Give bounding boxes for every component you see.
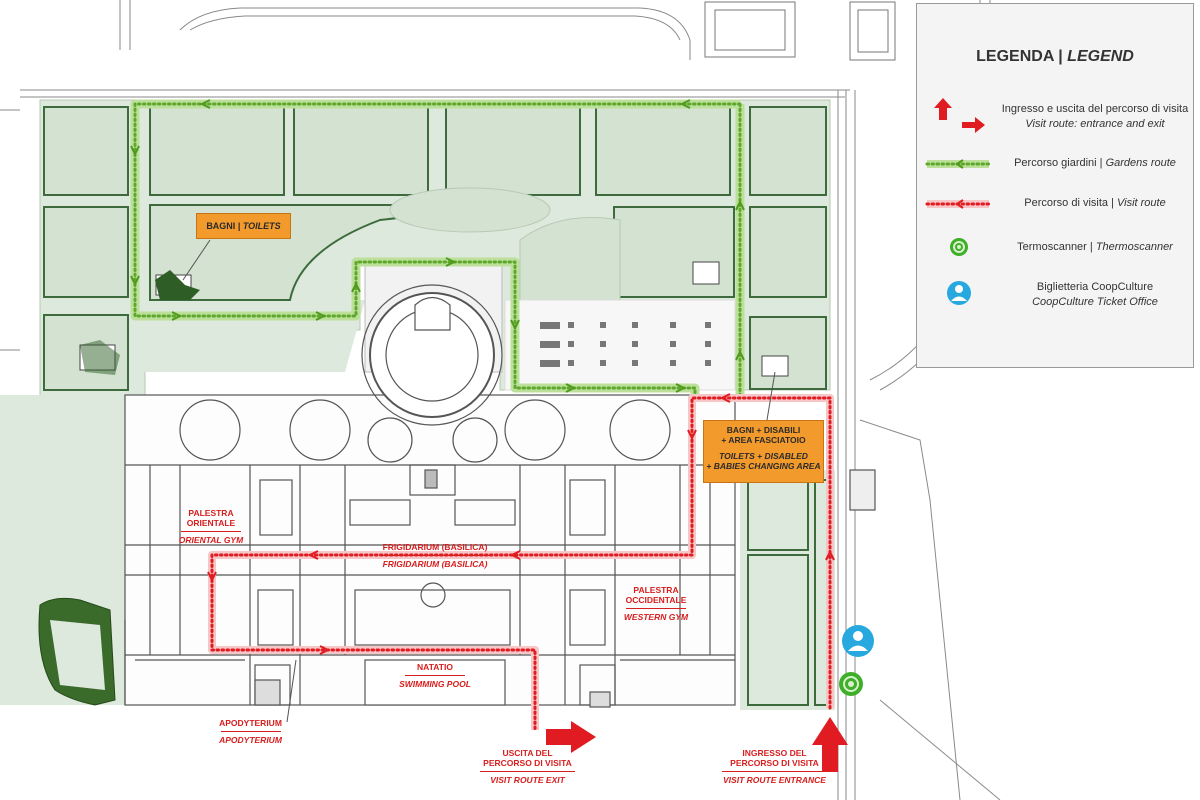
legend-title-en: LEGEND [1067,48,1134,65]
legend-item-visit-route: Percorso di visita | Visit route [917,192,1193,232]
legend-ticket-office-it: Biglietteria CoopCulture [1036,281,1154,293]
apodyterium-it: APODYTERIUM [219,718,282,728]
entrance-en: VISIT ROUTE ENTRANCE [723,775,826,785]
entrance-it2: PERCORSO DI VISITA [730,758,819,768]
toilets-label-box: BAGNI | TOILETS [196,213,291,239]
natatio-rule [405,675,465,676]
toilets-disabled-line1: BAGNI + DISABILI [726,425,801,435]
legend-gardens-it: Percorso giardini | [1014,157,1106,169]
legend-visit-route-it: Percorso di visita | [1024,197,1117,209]
frigidarium-rule [380,555,490,556]
legend-thermoscanner-text: Termoscanner | Thermoscanner [999,240,1191,255]
red-arrows-icon [934,98,985,133]
legend-thermoscanner-it: Termoscanner | [1017,241,1096,253]
frigidarium-it: FRIGIDARIUM (BASILICA) [382,542,488,552]
ticket-office-marker[interactable] [842,625,874,657]
oriental-gym-it2: ORIENTALE [186,518,236,528]
apodyterium-en: APODYTERIUM [219,735,282,745]
toilets-disabled-line2: + AREA FASCIATOIO [721,435,806,445]
oriental-gym-rule [181,531,241,532]
legend-visit-route-en: Visit route [1117,197,1166,209]
legend-title-it: LEGENDA [976,48,1054,65]
legend-title: LEGENDA | LEGEND [917,48,1193,66]
legend-visit-route-text: Percorso di visita | Visit route [999,196,1191,211]
legend-ticket-office-text: Biglietteria CoopCulture CoopCulture Tic… [999,280,1191,310]
apodyterium-label: APODYTERIUM APODYTERIUM [208,718,293,745]
top-right-buildings [704,1,896,61]
entrance-arrow-icon [812,717,848,772]
western-gym-en: WESTERN GYM [623,612,689,622]
frigidarium-en: FRIGIDARIUM (BASILICA) [382,559,488,569]
toilets-disabled-line3: TOILETS + DISABLED [719,451,808,461]
toilets-label-en: TOILETS [242,221,281,231]
western-gym-it2: OCCIDENTALE [625,595,687,605]
toilets-disabled-line4: + BABIES CHANGING AREA [706,461,821,471]
ticket-office-icon [947,281,971,305]
legend-thermoscanner-en: Thermoscanner [1095,241,1173,253]
natatio-en: SWIMMING POOL [399,679,471,689]
leader-lines [182,239,776,723]
legend-entrance-exit-text: Ingresso e uscita del percorso di visita… [999,102,1191,132]
entrance-rule [722,771,827,772]
apodyterium-rule [220,731,281,732]
oriental-gym-en: ORIENTAL GYM [178,535,244,545]
green-target-icon [950,238,968,256]
gardens-route [130,99,745,400]
oriental-gym-it1: PALESTRA [188,508,234,518]
legend-item-ticket-office: Biglietteria CoopCulture CoopCulture Tic… [917,277,1193,317]
red-dotted-route-icon [925,199,991,209]
legend: LEGENDA | LEGEND Ingresso e uscita del p… [916,3,1194,368]
legend-gardens-en: Gardens route [1105,157,1176,169]
legend-gardens-text: Percorso giardini | Gardens route [999,156,1191,171]
green-dotted-route-icon [925,159,991,169]
legend-item-entrance-exit: Ingresso e uscita del percorso di visita… [917,98,1193,138]
legend-entrance-exit-it: Ingresso e uscita del percorso di visita [1001,103,1189,115]
exit-it2: PERCORSO DI VISITA [483,758,572,768]
natatio-label: NATATIO SWIMMING POOL [385,662,485,689]
toilets-disabled-label-box: BAGNI + DISABILI + AREA FASCIATOIO TOILE… [703,420,824,483]
entrance-label: INGRESSO DEL PERCORSO DI VISITA VISIT RO… [712,748,837,785]
legend-entrance-exit-en: Visit route: entrance and exit [1025,118,1165,130]
western-gym-it1: PALESTRA [633,585,679,595]
natatio-it: NATATIO [417,662,453,672]
legend-ticket-office-en: CoopCulture Ticket Office [1032,296,1158,308]
western-gym-rule [626,608,686,609]
exit-arrow-icon [546,721,596,753]
entrance-it1: INGRESSO DEL [742,748,807,758]
oriental-gym-label: PALESTRA ORIENTALE ORIENTAL GYM [176,508,246,545]
exit-label: USCITA DEL PERCORSO DI VISITA VISIT ROUT… [470,748,585,785]
thermoscanner-marker[interactable] [839,672,863,696]
frigidarium-label: FRIGIDARIUM (BASILICA) FRIGIDARIUM (BASI… [370,542,500,569]
western-gym-label: PALESTRA OCCIDENTALE WESTERN GYM [617,585,695,622]
exit-en: VISIT ROUTE EXIT [490,775,565,785]
legend-item-gardens-route: Percorso giardini | Gardens route [917,152,1193,192]
legend-title-sep: | [1053,48,1068,65]
exit-it1: USCITA DEL [502,748,553,758]
exit-rule [480,771,575,772]
toilets-label-it: BAGNI | [206,221,243,231]
legend-item-thermoscanner: Termoscanner | Thermoscanner [917,234,1193,274]
